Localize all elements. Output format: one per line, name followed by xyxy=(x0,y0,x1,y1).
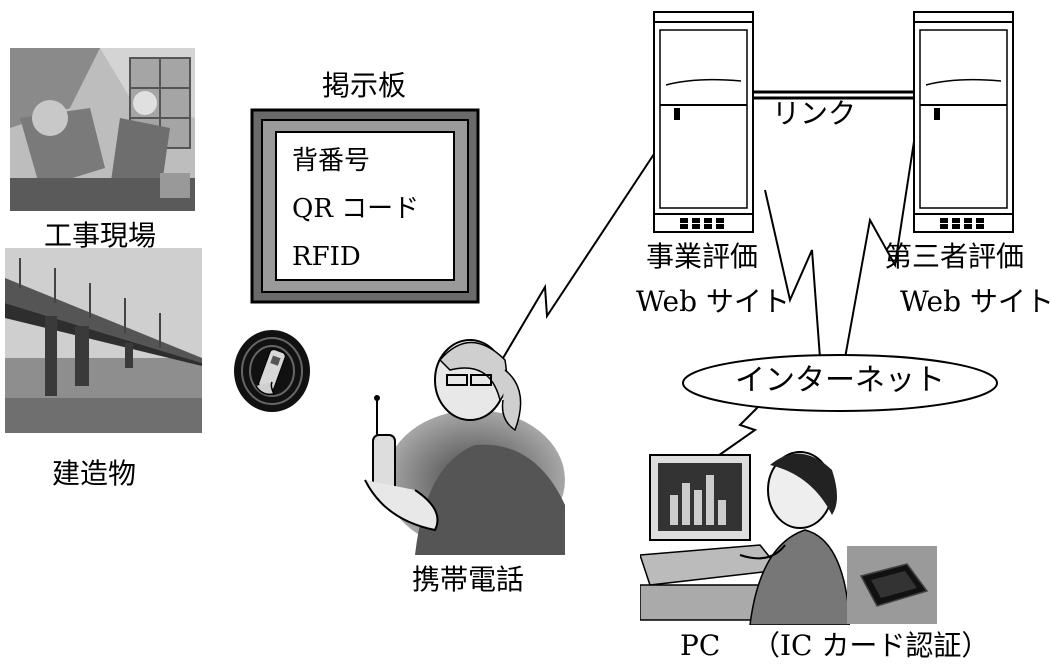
phone-server-link xyxy=(492,144,661,376)
server-1-label-line1: 事業評価 xyxy=(646,240,759,273)
person-with-phone-image xyxy=(364,339,565,555)
ic-card-auth-label: （IC カード認証） xyxy=(752,629,990,662)
server-2-image xyxy=(913,11,1014,233)
server-2-label-line1: 第三者評価 xyxy=(884,240,1025,273)
board-item-jersey-number: 背番号 xyxy=(292,146,371,176)
internet-cloud xyxy=(682,354,998,412)
server-2-label-line2: Web サイト xyxy=(900,285,1051,318)
mobile-phone-label: 携帯電話 xyxy=(412,563,525,596)
internet-pc-link xyxy=(714,404,761,459)
server1-internet-link xyxy=(764,189,821,359)
ic-card-reader-image xyxy=(847,546,937,624)
internet-label: インターネット xyxy=(735,363,945,398)
bulletin-board-label: 掲示板 xyxy=(322,69,407,102)
pc-user-image xyxy=(640,451,850,625)
server-1-image xyxy=(653,11,754,233)
server2-internet-link xyxy=(844,134,916,359)
link-label: リンク xyxy=(772,97,857,130)
construction-site-image xyxy=(10,48,195,211)
board-item-rfid: RFID xyxy=(292,242,361,272)
board-item-qr-code: QR コード xyxy=(292,194,420,224)
pc-label: PC xyxy=(680,629,721,662)
structure-image xyxy=(5,248,202,433)
server-1-label-line2: Web サイト xyxy=(636,285,790,318)
phone-icon xyxy=(234,330,310,412)
structure-label: 建造物 xyxy=(52,457,137,490)
bulletin-board-frame xyxy=(250,108,480,304)
construction-site-label: 工事現場 xyxy=(44,219,157,252)
